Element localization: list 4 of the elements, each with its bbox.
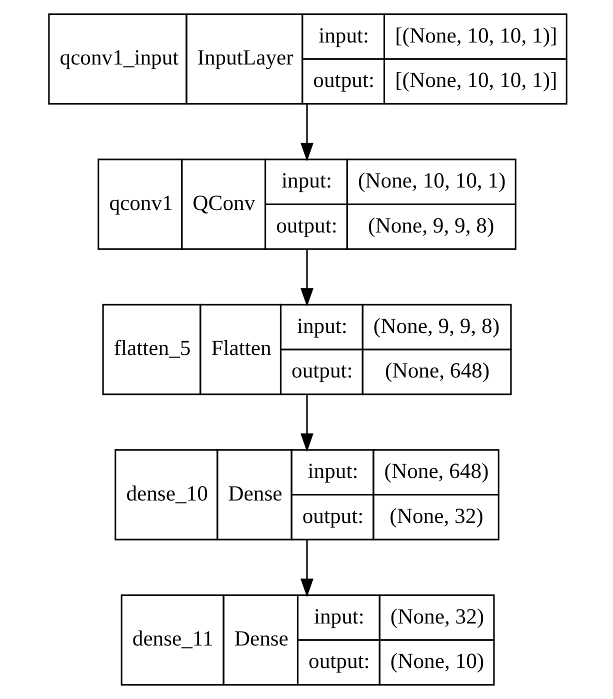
arrow <box>300 104 313 162</box>
arrow <box>300 540 313 598</box>
arrow <box>300 249 313 307</box>
arrow <box>300 394 313 452</box>
